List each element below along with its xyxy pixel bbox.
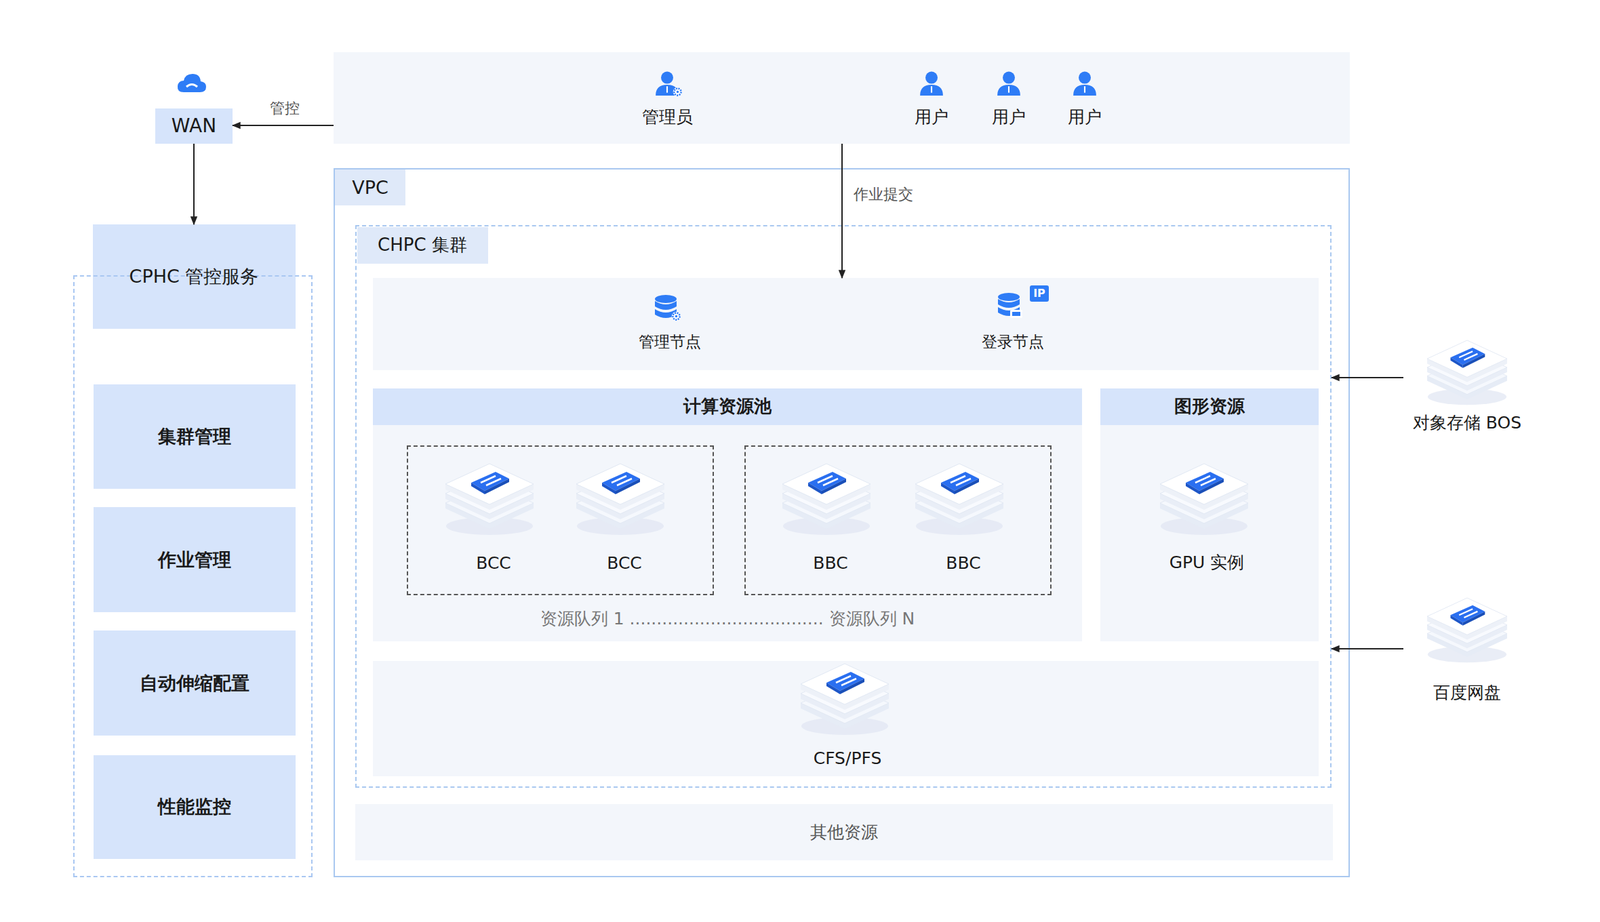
node-label: VPC (351, 176, 389, 199)
connector-arrow (841, 143, 843, 278)
edge-label: 管控 (267, 99, 302, 118)
server-icons (445, 340, 1508, 735)
person-icons (655, 71, 1097, 97)
node-label: BBC (945, 553, 981, 574)
node-label: 用户 (991, 107, 1026, 128)
connector-arrow (1331, 376, 1404, 379)
node-label: 自动伸缩配置 (139, 672, 250, 695)
connector-arrow (232, 124, 334, 127)
node-label: 管理节点 (638, 332, 702, 352)
node-label: 计算资源池 (683, 395, 772, 417)
cloud-icon (177, 73, 207, 93)
service-box: 性能监控 (93, 755, 296, 859)
storage-band: CFS/PFS (372, 661, 1319, 777)
node-label: BCC (606, 553, 643, 574)
node-label: CHPC 集群 (377, 234, 468, 256)
storage-service: 对象存储 BOS (1403, 325, 1533, 441)
cluster-region: CHPC 集群管理节点 登录节点计算资源池资源队列 1 .............… (355, 225, 1332, 788)
node-label: 登录节点 (981, 332, 1045, 352)
service-box: 作业管理 (93, 507, 296, 613)
graphics-pool: 图形资源 GPU 实例 (1100, 388, 1319, 642)
node-label: CPHC 管控服务 (129, 265, 259, 288)
node-label: 用户 (1067, 107, 1102, 128)
compute-pool: 计算资源池资源队列 1 ............................… (372, 388, 1083, 642)
node-label: BCC (475, 553, 512, 574)
wan-box: WAN (155, 108, 233, 144)
badge-label: IP (1033, 286, 1046, 300)
node-label: CFS/PFS (813, 748, 883, 769)
node-label: 作业管理 (157, 549, 232, 571)
storage-service: 百度网盘 (1403, 589, 1533, 709)
node-label: 管理员 (642, 107, 693, 128)
vpc-region: VPC CHPC 集群管理节点 登录节点计算资源池资源队列 1 ..........… (333, 168, 1350, 878)
connector-arrow (193, 143, 195, 225)
node-label: 百度网盘 (1433, 682, 1502, 704)
node-label: 其他资源 (810, 822, 878, 843)
node-label: 对象存储 BOS (1412, 412, 1522, 434)
node-label: 用户 (914, 107, 949, 128)
other-band: 其他资源 (355, 804, 1333, 861)
node-label: 资源队列 1 .................................… (540, 608, 915, 630)
node-label: 性能监控 (157, 795, 232, 818)
ip-badge (1029, 285, 1049, 302)
user-band: 管理员 用户 用户 用户 (333, 52, 1350, 144)
resource-queue: BCC BCC (406, 445, 714, 596)
node-label: 图形资源 (1174, 395, 1245, 417)
node-label: BBC (812, 553, 848, 574)
resource-queue: BBC BBC (744, 445, 1052, 596)
node-label: WAN (171, 114, 217, 138)
edge-label: 作业提交 (851, 185, 916, 204)
service-box: 集群管理 (93, 384, 296, 489)
service-box: 自动伸缩配置 (93, 630, 296, 736)
database-icons (654, 285, 1049, 321)
node-band: 管理节点 登录节点 (372, 277, 1319, 371)
connector-arrow (1331, 648, 1404, 650)
node-label: 集群管理 (157, 425, 232, 448)
service-group: CPHC 管控服务集群管理作业管理自动伸缩配置性能监控 (73, 224, 313, 878)
node-label: GPU 实例 (1169, 552, 1245, 573)
